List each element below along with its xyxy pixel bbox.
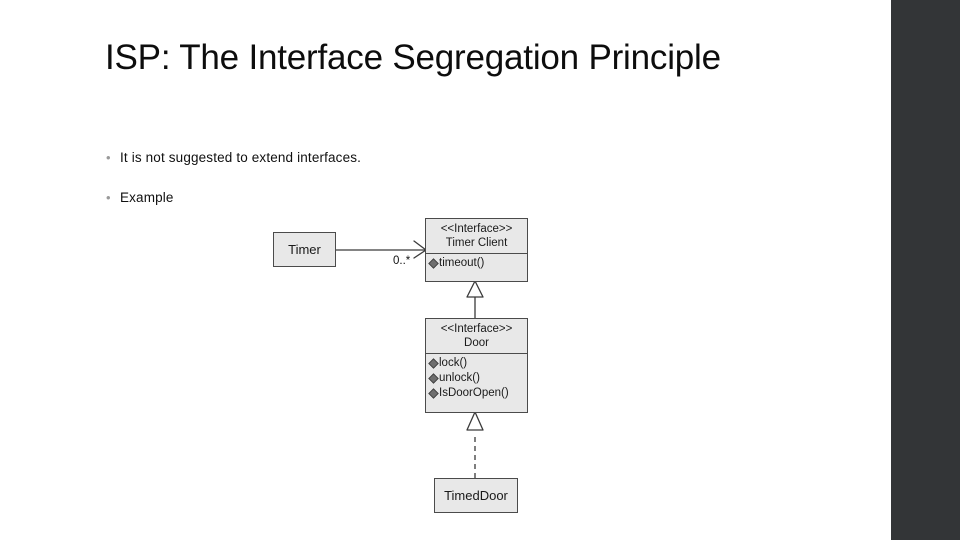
uml-operations: lock() unlock() IsDoorOpen(): [426, 354, 527, 404]
uml-node-stereotype: <<Interface>>: [440, 323, 513, 335]
uml-operation-label: unlock(): [439, 372, 480, 384]
uml-node-name: Timer Client: [445, 237, 508, 249]
slide-canvas: ISP: The Interface Segregation Principle…: [104, 38, 722, 526]
list-item: • Example: [104, 188, 704, 207]
uml-compartment-divider: [426, 253, 527, 254]
bullet-list: • It is not suggested to extend interfac…: [104, 148, 704, 228]
operation-marker-icon: [428, 373, 439, 384]
list-item-label: Example: [120, 190, 174, 205]
uml-node-header: <<Interface>> Door: [426, 319, 527, 353]
uml-node-stereotype: <<Interface>>: [440, 223, 513, 235]
uml-node-name: TimedDoor: [444, 488, 508, 503]
operation-marker-icon: [428, 258, 439, 269]
uml-operation-label: IsDoorOpen(): [439, 387, 509, 399]
uml-node-door[interactable]: <<Interface>> Door lock() unlock(): [425, 318, 528, 413]
list-item: • It is not suggested to extend interfac…: [104, 148, 704, 167]
list-item-label: It is not suggested to extend interfaces…: [120, 150, 362, 165]
operation-marker-icon: [428, 358, 439, 369]
uml-node-timer[interactable]: Timer: [273, 232, 336, 267]
edge-door-to-timer-client: [466, 280, 484, 318]
uml-operations: timeout(): [426, 254, 527, 274]
uml-class-diagram: Timer <<Interface>> Timer Client timeout…: [262, 206, 562, 526]
uml-node-timed-door[interactable]: TimedDoor: [434, 478, 518, 513]
page-title: ISP: The Interface Segregation Principle: [105, 38, 721, 77]
uml-operation: timeout(): [428, 256, 525, 271]
bullet-icon: •: [106, 190, 111, 205]
uml-node-header: <<Interface>> Timer Client: [426, 219, 527, 253]
uml-operation: IsDoorOpen(): [428, 386, 525, 401]
uml-compartment-divider: [426, 353, 527, 354]
uml-operation: lock(): [428, 356, 525, 371]
bullet-icon: •: [106, 150, 111, 165]
uml-node-layer: Timer <<Interface>> Timer Client timeout…: [262, 206, 562, 526]
operation-marker-icon: [428, 388, 439, 399]
edge-timed-door-to-door: [466, 411, 484, 478]
uml-node-name: Timer: [288, 242, 321, 257]
side-panel: [891, 0, 960, 540]
uml-multiplicity-label: 0..*: [393, 255, 411, 267]
uml-operation: unlock(): [428, 371, 525, 386]
uml-node-name: Door: [464, 337, 489, 349]
uml-node-timer-client[interactable]: <<Interface>> Timer Client timeout(): [425, 218, 528, 282]
uml-operation-label: timeout(): [439, 257, 485, 269]
uml-operation-label: lock(): [439, 357, 468, 369]
